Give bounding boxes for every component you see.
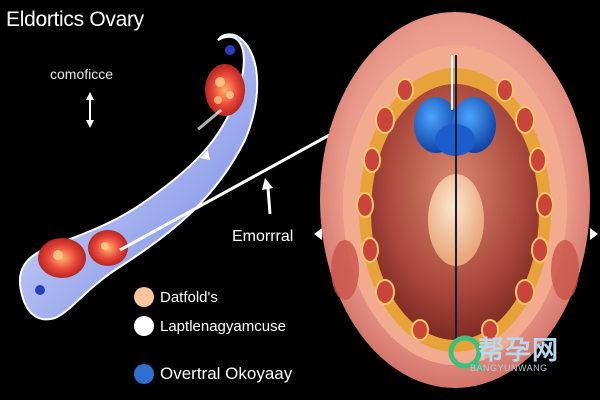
page-title: Eldortics Ovary	[6, 8, 144, 31]
watermark: 帮孕网 BANGYUNWANG	[442, 330, 592, 380]
follicle-cluster-upper	[205, 64, 245, 116]
watermark-text: 帮孕网	[478, 336, 560, 366]
legend-item-3: Overtral Okoyaay	[134, 364, 292, 384]
legend-swatch	[134, 316, 154, 336]
legend-label: Overtral Okoyaay	[160, 364, 293, 383]
legend-item-1: Datfold's	[134, 287, 218, 307]
legend-swatch	[134, 287, 154, 307]
legend-swatch	[134, 364, 154, 384]
legend-item-2: Laptlenagyamcuse	[134, 316, 286, 336]
follicle-cluster-lower	[38, 230, 128, 278]
watermark-logo-icon	[448, 335, 484, 372]
legend-label: Laptlenagyamcuse	[160, 317, 286, 335]
ovary-cross-section	[320, 12, 590, 388]
label-top-left: comoficce	[50, 66, 114, 82]
tube-highlights	[197, 108, 223, 160]
legend-label: Datfold's	[160, 288, 218, 306]
up-arrow-icon	[262, 178, 273, 215]
up-down-arrow-icon	[86, 92, 94, 128]
label-middle: Emorrral	[232, 228, 294, 245]
watermark-subtext: BANGYUNWANG	[470, 363, 548, 373]
side-arrows-icon	[314, 228, 598, 240]
